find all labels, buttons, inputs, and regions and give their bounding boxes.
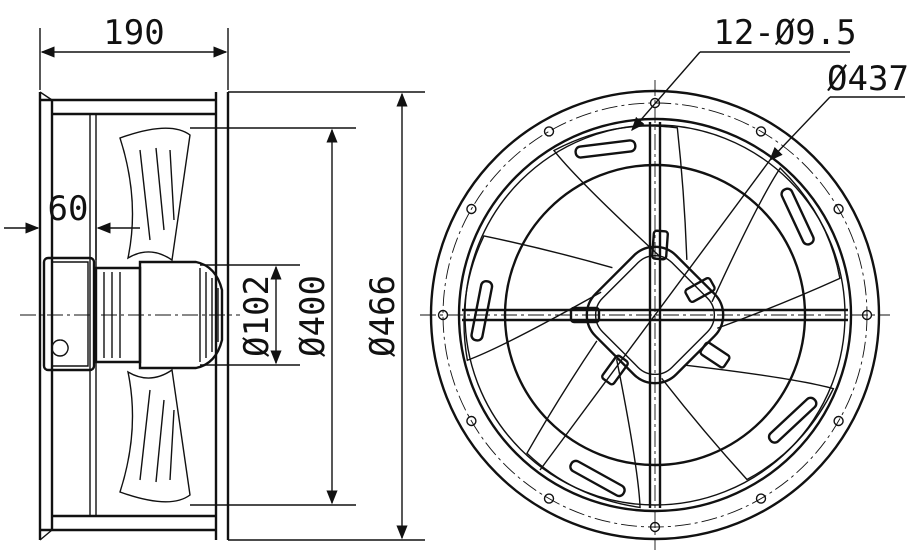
fan-blade <box>711 167 841 329</box>
housing-shell <box>40 98 216 532</box>
mount-lug <box>699 341 731 369</box>
mounting-hole <box>833 415 844 427</box>
side-view: 190 60 Ø102 Ø400 Ø466 <box>4 13 425 541</box>
dimension-housing-diameter: Ø466 <box>228 91 425 541</box>
fan-blade <box>552 125 688 260</box>
dimension-depth: 190 <box>39 13 229 90</box>
mounting-hole <box>466 203 477 215</box>
dimension-bolt-circle: Ø437 <box>769 59 909 162</box>
front-view: 12-Ø9.5 Ø437 <box>420 13 909 550</box>
fan-blade-lower <box>119 368 191 503</box>
fan-blade <box>661 364 835 481</box>
fan-blade-upper <box>119 127 191 262</box>
mounting-hole <box>543 493 555 504</box>
dimension-label-holes: 12-Ø9.5 <box>713 13 856 53</box>
fan-blade <box>526 340 641 509</box>
motor-hub <box>585 245 725 385</box>
dimension-label-60: 60 <box>48 189 89 229</box>
mounting-hole <box>755 126 767 137</box>
dimension-label-466: Ø466 <box>363 275 403 357</box>
dimension-mounting-holes: 12-Ø9.5 <box>631 13 857 132</box>
dimension-hub-diameter: Ø102 <box>200 264 300 366</box>
dimension-motor-offset: 60 <box>4 189 140 260</box>
dimension-label-102: Ø102 <box>237 275 277 357</box>
dimension-impeller-diameter: Ø400 <box>190 127 356 506</box>
dimension-label-400: Ø400 <box>293 275 333 357</box>
front-flange <box>214 92 230 540</box>
dimension-label-190: 190 <box>103 13 164 53</box>
fan-blades <box>463 125 841 509</box>
mount-lug <box>684 276 716 304</box>
mounting-hole <box>543 126 555 137</box>
mount-lug <box>651 229 669 261</box>
rear-flange <box>38 92 54 540</box>
mounting-hole <box>466 415 477 427</box>
dimension-label-437: Ø437 <box>827 59 909 99</box>
mounting-hole <box>833 203 844 215</box>
mounting-hole <box>755 493 767 504</box>
motor-terminal-box <box>42 256 96 372</box>
